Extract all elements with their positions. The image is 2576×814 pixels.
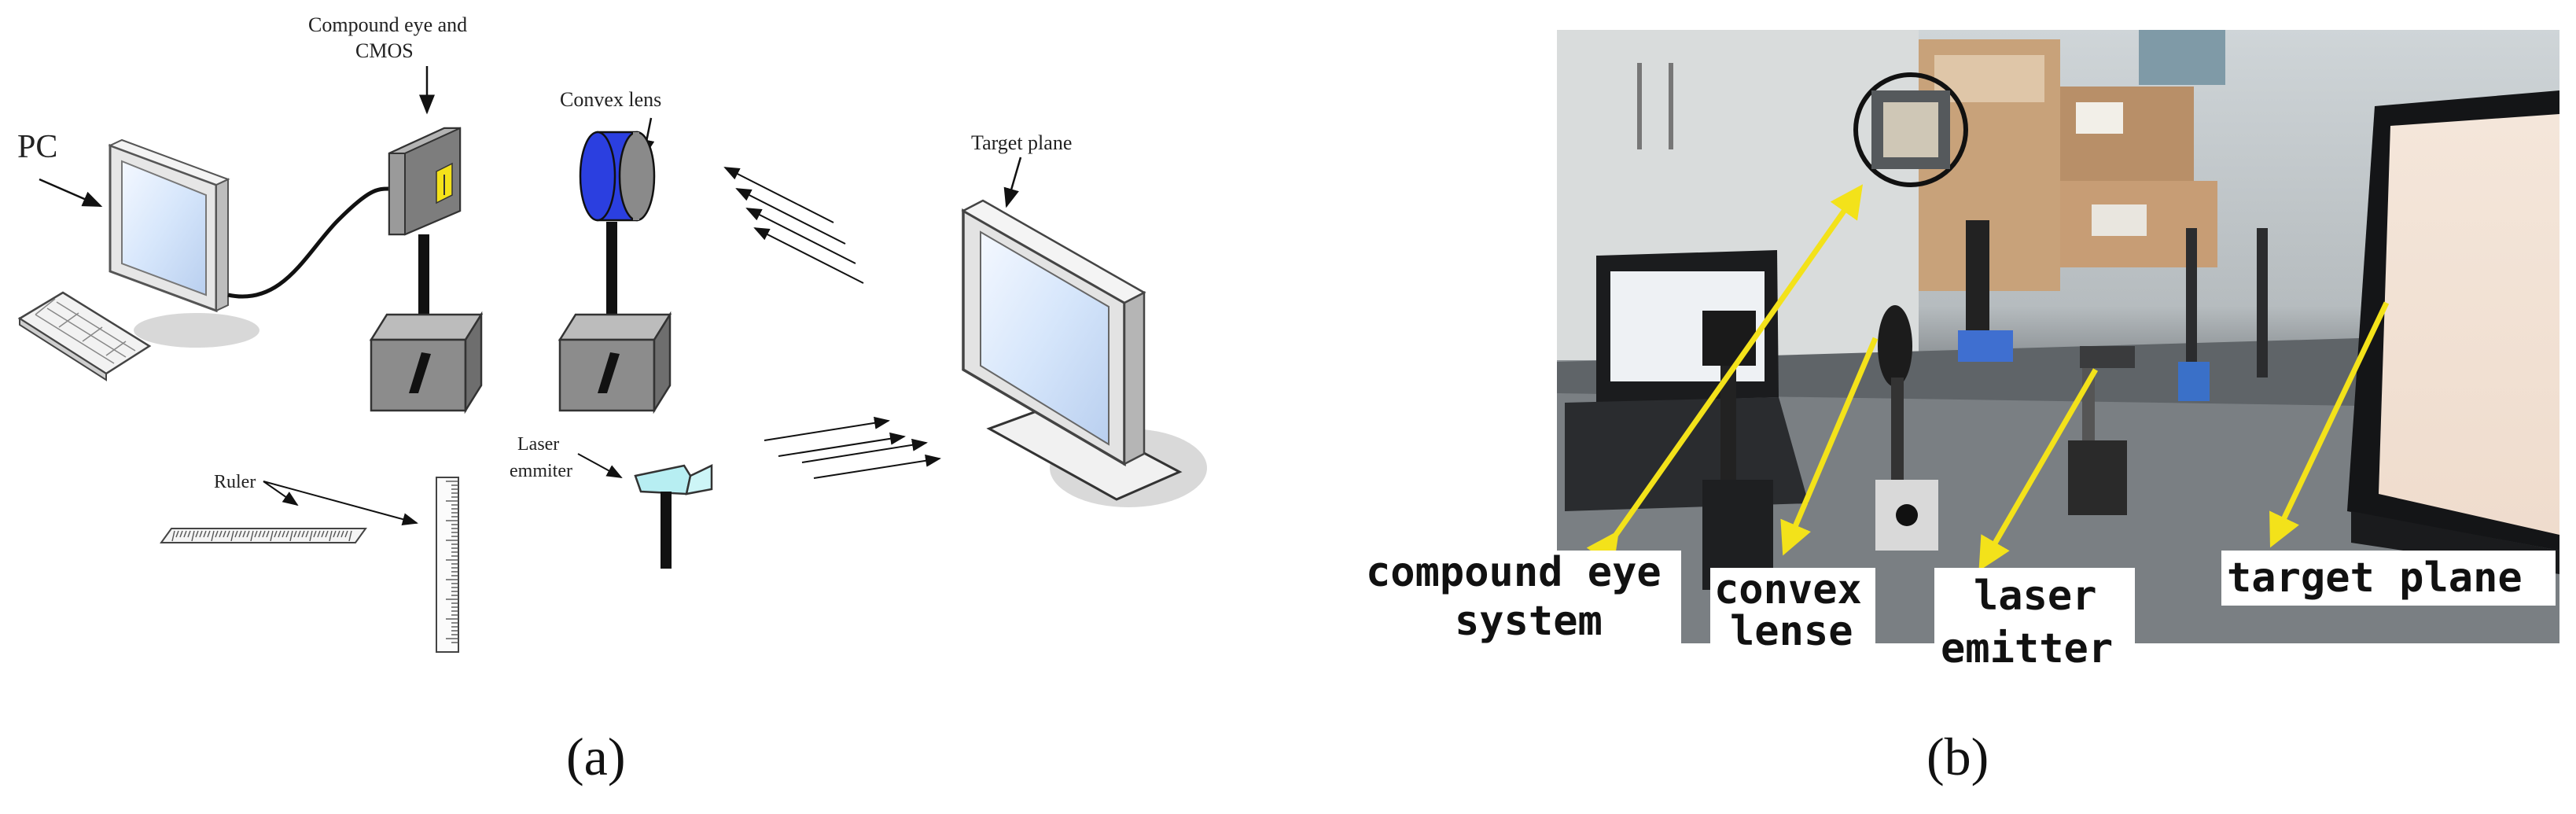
ruler-tick [340,530,344,538]
ruler-tick [305,530,309,538]
ruler-tick [171,530,175,542]
target-monitor [2347,90,2559,574]
ruler-tick [223,530,226,538]
reflected-light-rays [723,167,864,284]
ruler-tick [274,530,278,538]
ruler-tick [270,530,274,542]
vertical-ruler [436,477,459,653]
pc-keyboard [17,291,152,381]
ruler-tick [207,530,211,538]
optical-posts [2178,228,2268,401]
ruler-tick [321,530,325,538]
ruler-tick [230,530,234,542]
photo-label-target-plane: target plane [2227,554,2523,602]
ruler-tick [254,530,258,538]
panel-b-photo: compound eye system convex lense laser e… [1366,30,2559,786]
photo-label-convex-line2: lense [1730,608,1853,655]
lens-post [606,222,617,324]
panel-a-caption: (a) [566,727,625,786]
ruler-tick [219,530,223,538]
ruler-tick [195,530,199,538]
laptop [1565,250,1809,511]
panel-a-schematic: PC Compound eye an [17,13,1207,786]
target-plane-pointer-arrow [1003,157,1022,208]
compound-eye-label-line1: Compound eye and [308,13,467,36]
label-box-target-plane [2221,551,2556,606]
ruler-tick [262,530,266,538]
laser-emitter-label-line2: emmiter [510,461,572,481]
ruler-tick [289,530,293,542]
camera-mount-base [369,311,484,414]
convex-lens [579,131,656,222]
photo-pointer-arrows [1586,184,2390,572]
photo-label-laser-line2: emitter [1941,625,2113,672]
pc-pointer-arrow [39,178,103,208]
horizontal-ruler [160,528,367,543]
ruler-tick [282,530,285,538]
label-box-convex-lens [1710,568,1875,654]
ruler-tick [348,530,352,542]
ruler-label: Ruler [214,472,256,492]
ruler-tick [313,530,317,538]
ruler-tick [297,530,301,538]
ruler-pointer-arrow-1 [263,481,299,506]
ruler-tick [215,530,219,538]
ruler-tick [183,530,187,538]
ruler-tick [187,530,191,538]
target-plane-label: Target plane [971,131,1072,154]
ruler-tick [179,530,183,538]
ruler-tick [211,530,215,542]
photo-label-compound-eye-line1: compound eye [1366,549,1662,596]
laser-emitter-pointer-arrow [577,453,623,478]
ruler-tick [329,530,333,542]
lens-mount-base [558,311,672,414]
label-box-compound-eye [1367,551,1681,643]
ruler-tick [278,530,282,538]
ruler-tick [317,530,321,538]
ruler-pointer-arrow-2 [263,481,418,525]
ruler-tick [285,530,289,538]
ruler-tick [238,530,242,538]
convex-lens-hardware [1875,305,1938,551]
ruler-tick [250,530,254,542]
camera-post [418,234,429,325]
photo-label-laser-line1: laser [1974,573,2097,620]
label-box-laser-emitter [1934,568,2135,669]
photo-label-compound-eye-line2: system [1455,598,1603,645]
ruler-tick [199,530,203,538]
ruler-tick [333,530,337,538]
compound-eye-label-line2: CMOS [355,39,414,62]
ruler-tick [325,530,329,538]
ruler-tick [234,530,238,538]
usb-cable [227,186,390,299]
ruler-tick [242,530,246,538]
ruler-tick [258,530,262,538]
ruler-tick [344,530,348,538]
laser-light-rays [764,416,941,479]
panel-b-caption: (b) [1926,727,1989,786]
laser-emitter [634,464,713,569]
ruler-tick [337,530,340,538]
ruler-tick [191,530,195,542]
pc-label: PC [17,129,57,165]
photo-label-convex-line1: convex [1714,566,1862,613]
ruler-tick [301,530,305,538]
convex-lens-label: Convex lens [560,88,661,111]
ruler-tick [266,530,270,538]
laser-emitter-label-line1: Laser [517,434,559,455]
ruler-tick [203,530,207,538]
ruler-tick [175,530,179,538]
target-plane-monitor [961,199,1207,507]
laser-emitter-hardware [1958,220,2135,515]
ruler-tick [226,530,230,538]
compound-eye-camera [388,127,462,236]
ruler-tick [246,530,250,538]
ruler-tick [293,530,297,538]
ruler-tick [309,530,313,542]
pc-monitor [108,138,259,348]
